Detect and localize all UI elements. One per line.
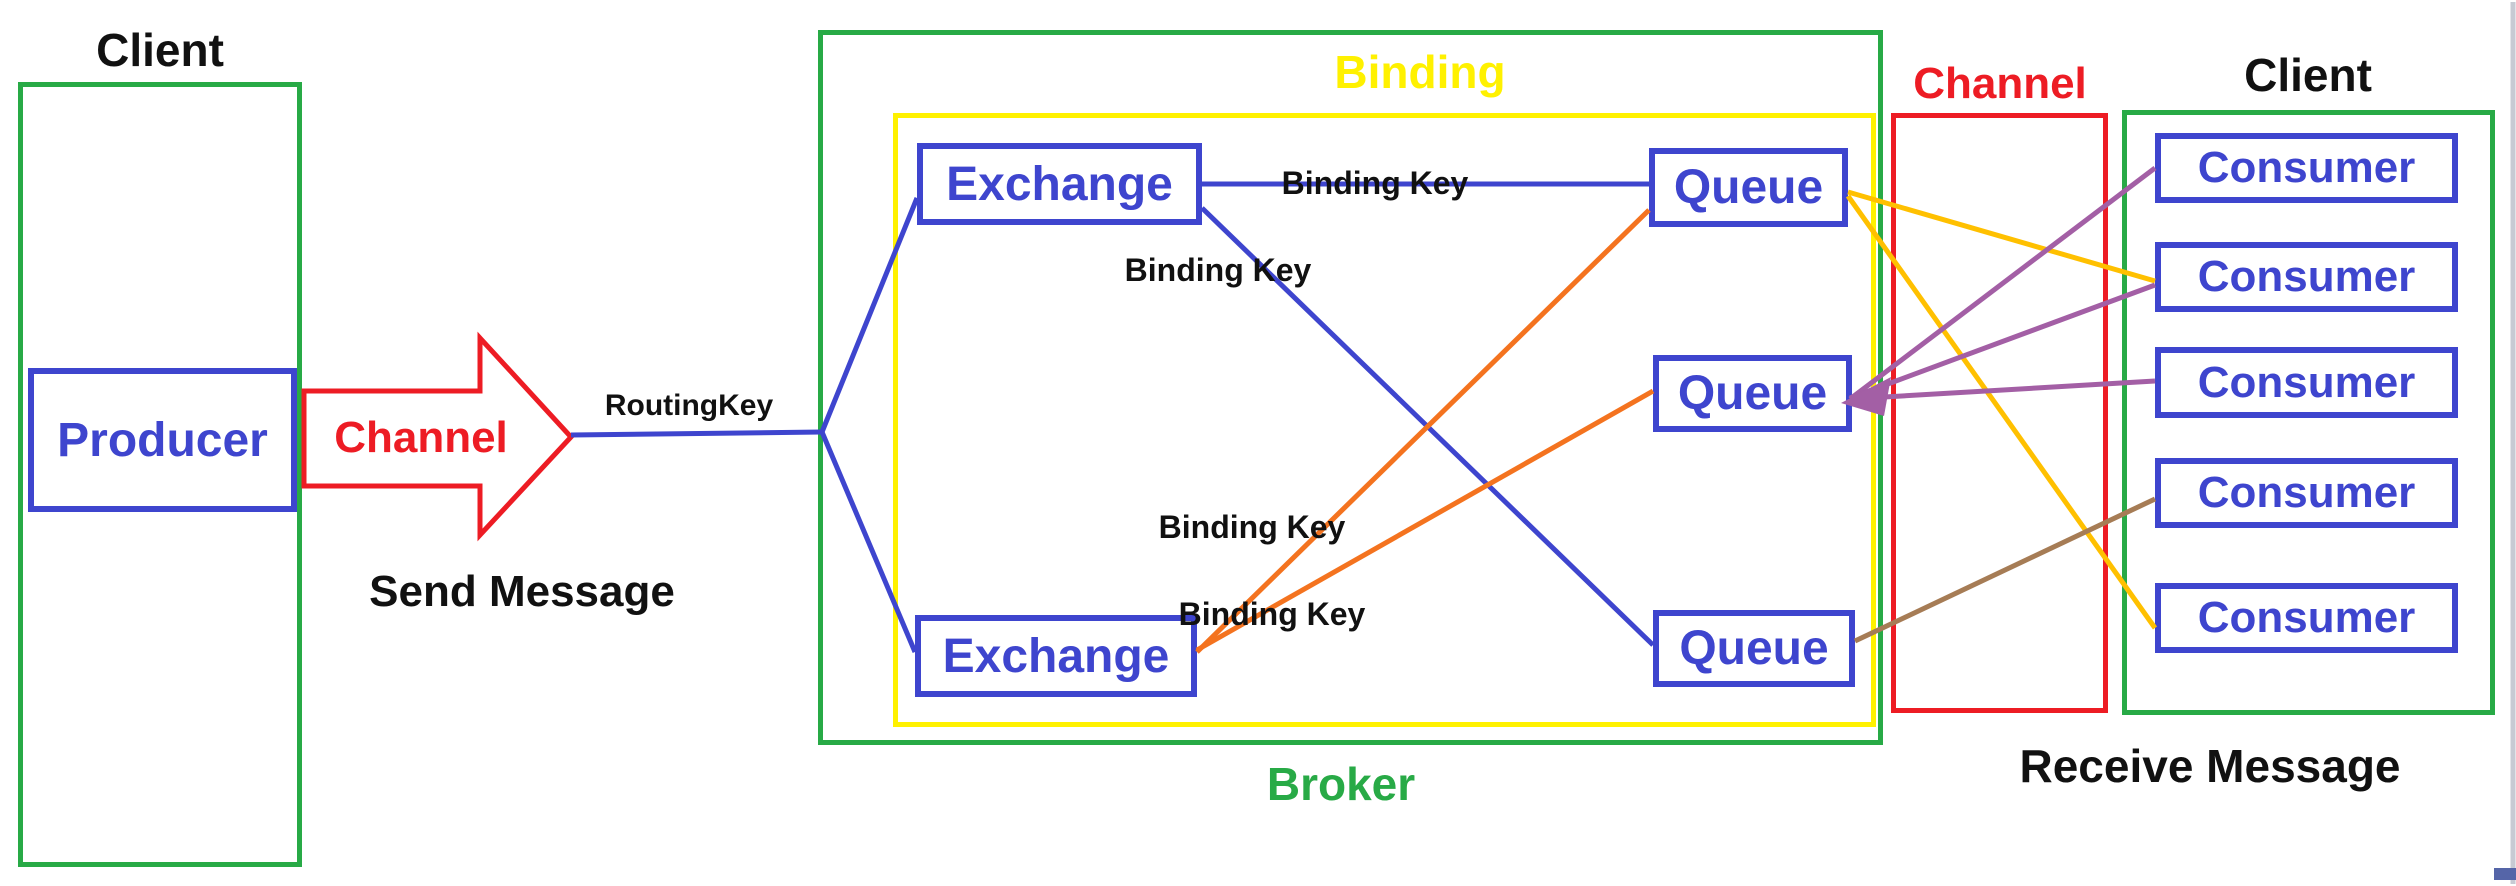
consumer-4-label: Consumer: [2197, 468, 2416, 517]
binding-title: Binding: [1334, 46, 1506, 98]
channel-column-box: [1891, 113, 2108, 713]
exchange-1-label: Exchange: [946, 157, 1173, 211]
consumer-1-box: Consumer: [2155, 133, 2458, 203]
queue-1-label: Queue: [1673, 161, 1824, 214]
producer-label: Producer: [57, 413, 268, 467]
consumer-1-label: Consumer: [2197, 143, 2416, 192]
queue-3-label: Queue: [1679, 622, 1829, 675]
routing-key-line: [570, 429, 823, 438]
binding-key-label-2: Binding Key: [1124, 252, 1312, 288]
consumer-2-label: Consumer: [2197, 252, 2416, 301]
consumer-5-box: Consumer: [2155, 583, 2458, 653]
consumer-2-box: Consumer: [2155, 242, 2458, 312]
channel-column-title: Channel: [1913, 59, 2087, 108]
producer-client-title: Client: [96, 24, 224, 76]
exchange-2-box: Exchange: [915, 615, 1197, 697]
broker-title: Broker: [1266, 758, 1416, 810]
consumer-4-box: Consumer: [2155, 458, 2458, 528]
binding-key-label-3: Binding Key: [1158, 509, 1346, 545]
receive-message-caption: Receive Message: [2019, 740, 2401, 792]
exchange-2-label: Exchange: [942, 629, 1170, 683]
binding-key-label-1: Binding Key: [1281, 165, 1469, 201]
consumer-client-title: Client: [2244, 49, 2372, 101]
consumer-5-label: Consumer: [2197, 593, 2416, 642]
queue-1-box: Queue: [1649, 148, 1848, 227]
producer-box: Producer: [28, 368, 297, 512]
corner-mark: [2494, 868, 2516, 880]
exchange-1-box: Exchange: [917, 143, 1202, 225]
queue-2-box: Queue: [1653, 355, 1852, 432]
routing-key-label: RoutingKey: [604, 389, 774, 422]
channel-arrow-label: Channel: [334, 413, 508, 462]
consumer-3-box: Consumer: [2155, 347, 2458, 418]
queue-2-label: Queue: [1677, 367, 1828, 420]
consumer-3-label: Consumer: [2197, 357, 2416, 407]
send-message-caption: Send Message: [369, 567, 675, 616]
binding-key-label-4: Binding Key: [1178, 596, 1366, 632]
queue-3-box: Queue: [1653, 610, 1855, 687]
